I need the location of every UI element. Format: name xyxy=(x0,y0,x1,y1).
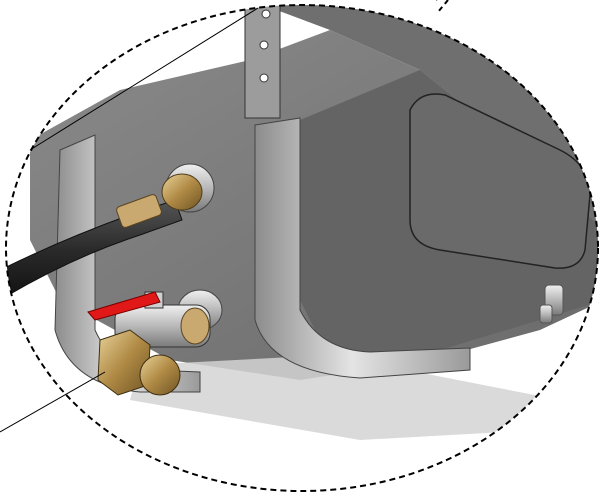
hose-fitting xyxy=(116,173,203,228)
valve-handle xyxy=(87,291,161,321)
floor-shadow xyxy=(130,355,560,440)
ball-valve xyxy=(114,291,211,348)
valve-outlet-nut xyxy=(97,329,181,396)
flange-frame-center xyxy=(254,117,471,379)
leader-line-top-extra xyxy=(437,0,449,13)
leader-line-left-top xyxy=(29,7,259,151)
bolt-bracket xyxy=(244,5,281,119)
tank-panel xyxy=(409,93,591,269)
detail-boundary xyxy=(5,4,599,492)
side-nozzle xyxy=(539,284,564,324)
leader-line-left-bottom xyxy=(0,371,106,433)
